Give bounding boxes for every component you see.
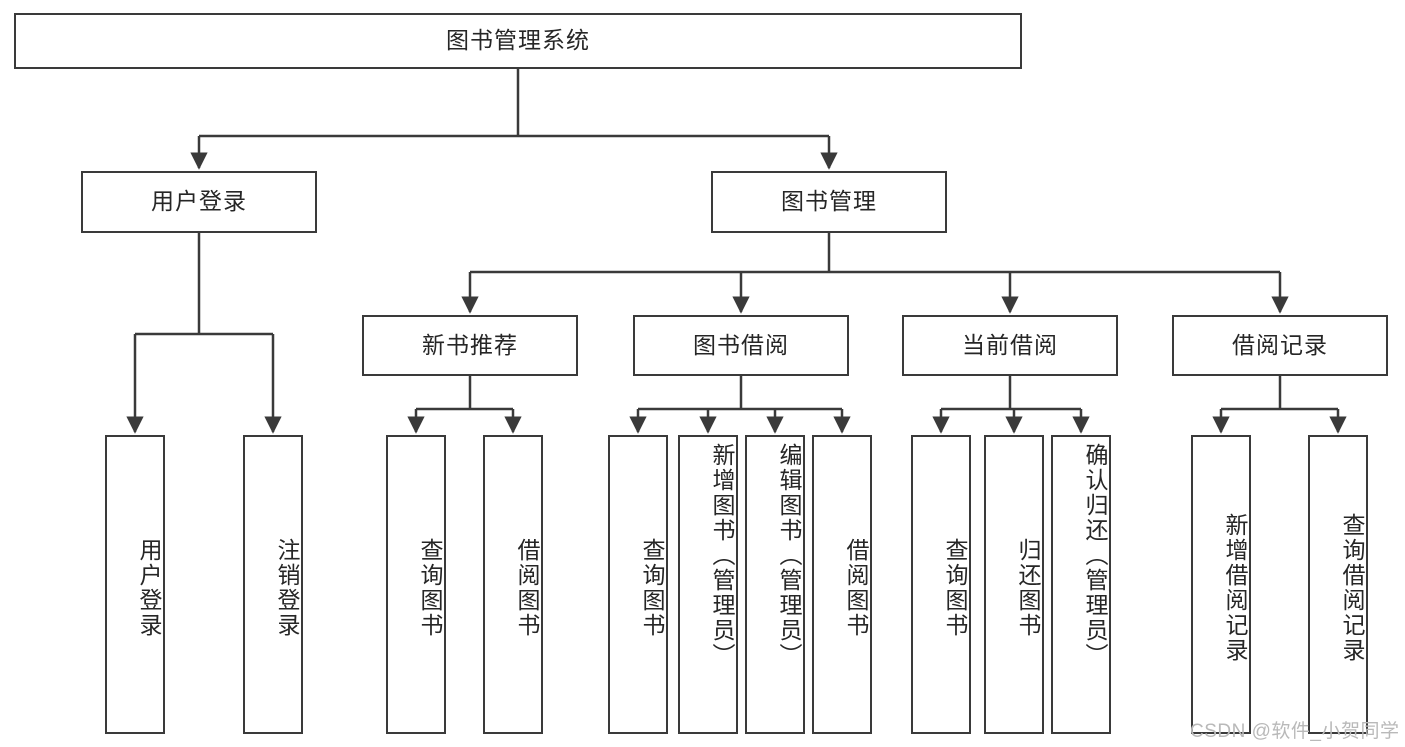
node-current-borrowing[interactable]: 当前借阅 [902, 315, 1118, 376]
node-book-borrowing[interactable]: 图书借阅 [633, 315, 849, 376]
node-leaf-logout[interactable]: 注销登录 [243, 435, 303, 734]
node-book-management-system[interactable]: 图书管理系统 [14, 13, 1022, 69]
node-leaf-borrow-book-new[interactable]: 借阅图书 [483, 435, 543, 734]
node-borrowing-records[interactable]: 借阅记录 [1172, 315, 1388, 376]
node-leaf-borrow-book[interactable]: 借阅图书 [812, 435, 872, 734]
node-leaf-query-book-new[interactable]: 查询图书 [386, 435, 446, 734]
node-new-book-recommendation[interactable]: 新书推荐 [362, 315, 578, 376]
node-leaf-return-book[interactable]: 归还图书 [984, 435, 1044, 734]
node-leaf-add-book-admin[interactable]: 新增图书（管理员） [678, 435, 738, 734]
node-leaf-edit-book-admin[interactable]: 编辑图书（管理员） [745, 435, 805, 734]
node-leaf-add-record[interactable]: 新增借阅记录 [1191, 435, 1251, 734]
csdn-watermark: CSDN @软件_小贺同学 [1190, 721, 1400, 742]
node-leaf-query-book-borrow[interactable]: 查询图书 [608, 435, 668, 734]
node-book-management[interactable]: 图书管理 [711, 171, 947, 233]
node-leaf-query-book-current[interactable]: 查询图书 [911, 435, 971, 734]
node-leaf-user-login[interactable]: 用户登录 [105, 435, 165, 734]
node-leaf-query-record[interactable]: 查询借阅记录 [1308, 435, 1368, 734]
node-user-login[interactable]: 用户登录 [81, 171, 317, 233]
node-leaf-confirm-return-admin[interactable]: 确认归还（管理员） [1051, 435, 1111, 734]
